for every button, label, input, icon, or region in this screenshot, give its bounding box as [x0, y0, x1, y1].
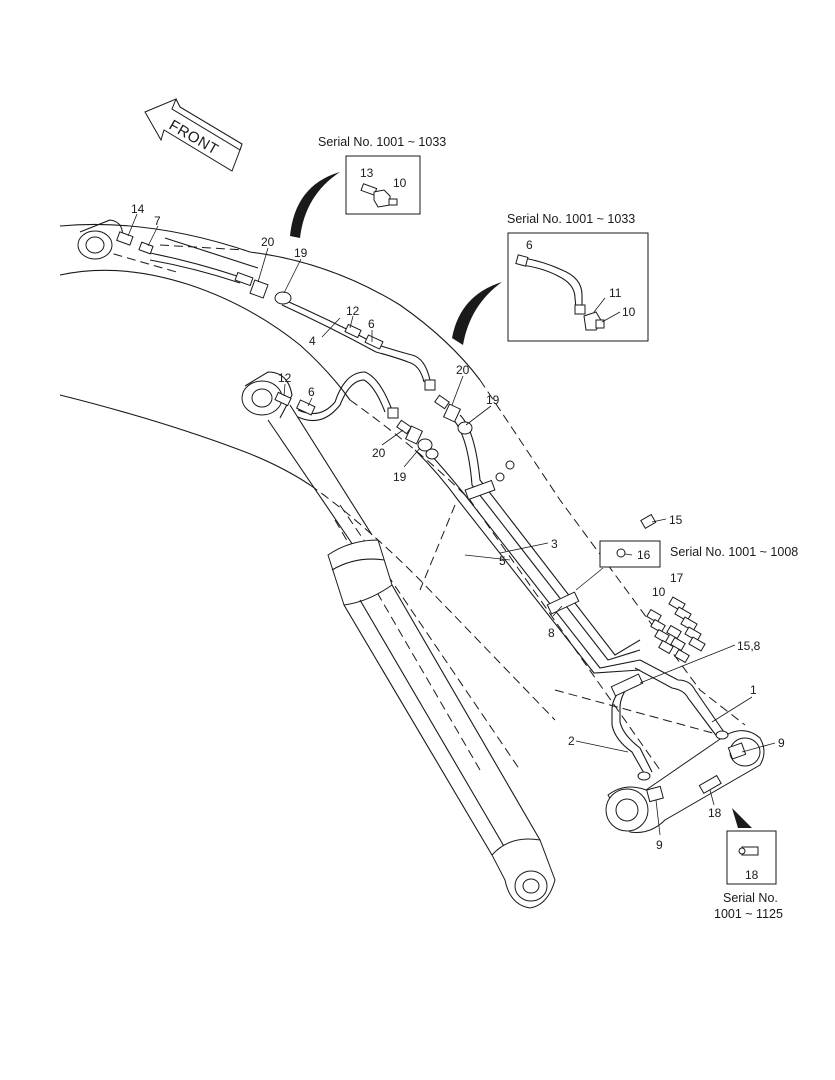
callout-19: 19 [393, 470, 407, 484]
callout-leaders [127, 213, 776, 836]
pipe-3-and-5 [414, 414, 641, 674]
callout-12: 12 [278, 371, 292, 385]
inset-mid-serial: Serial No. 1001 ~ 1033 [507, 212, 635, 226]
boom-cylinder [241, 371, 556, 909]
inset-16-serial: Serial No. 1001 ~ 1008 [670, 545, 798, 559]
fittings [116, 231, 747, 803]
inset-16-part: 16 [637, 548, 651, 562]
callout-20: 20 [372, 446, 386, 460]
callout-6: 6 [308, 385, 315, 399]
callout-10: 10 [652, 585, 666, 599]
callout-3: 3 [551, 537, 558, 551]
callout-2: 2 [568, 734, 575, 748]
inset-part-16: 16 Serial No. 1001 ~ 1008 [599, 540, 798, 568]
inset-mid-part-10: 10 [622, 305, 636, 319]
callout-20: 20 [261, 235, 275, 249]
inset-18-serial-line2: 1001 ~ 1125 [714, 907, 783, 921]
inset-mid-part-6: 6 [526, 238, 533, 252]
callout-19: 19 [294, 246, 308, 260]
callout-20: 20 [456, 363, 470, 377]
inset-top-part-10: 10 [393, 176, 407, 190]
inset-18-part: 18 [745, 868, 759, 882]
callout-8: 8 [548, 626, 555, 640]
callout-labels: 14 7 20 19 4 12 6 12 6 20 19 20 19 3 5 8… [131, 202, 785, 852]
callout-5: 5 [499, 554, 506, 568]
callout-4: 4 [309, 334, 316, 348]
inset-18-serial-line1: Serial No. [723, 891, 778, 905]
inset-mid-box [507, 232, 649, 342]
callout-15-8: 15,8 [737, 639, 761, 653]
inset-top-part-13: 13 [360, 166, 374, 180]
inset-18-box [726, 830, 777, 885]
callout-17: 17 [670, 571, 684, 585]
hose-4 [149, 252, 379, 353]
inset-serial-1001-1033-mid: Serial No. 1001 ~ 1033 6 11 10 [452, 212, 649, 345]
callout-12: 12 [346, 304, 360, 318]
callout-1: 1 [750, 683, 757, 697]
inset-top-pointer [290, 172, 340, 238]
callout-14: 14 [131, 202, 145, 216]
inset-16-box [599, 540, 661, 568]
inset-serial-1001-1033-top: Serial No. 1001 ~ 1033 13 10 [290, 135, 446, 238]
callout-18: 18 [708, 806, 722, 820]
inset-top-serial: Serial No. 1001 ~ 1033 [318, 135, 446, 149]
callout-15: 15 [669, 513, 683, 527]
callout-19: 19 [486, 393, 500, 407]
callout-6: 6 [368, 317, 375, 331]
front-direction-arrow: FRONT [144, 98, 243, 172]
hose-6-lower [297, 371, 393, 422]
callout-7: 7 [154, 214, 161, 228]
inset-18-pointer [732, 808, 752, 828]
inset-mid-part-11: 11 [609, 286, 622, 300]
callout-9: 9 [778, 736, 785, 750]
callout-9: 9 [656, 838, 663, 852]
inset-part-18: 18 Serial No. 1001 ~ 1125 [714, 808, 783, 921]
hose-6-upper [375, 344, 431, 383]
inset-mid-pointer [452, 282, 502, 345]
